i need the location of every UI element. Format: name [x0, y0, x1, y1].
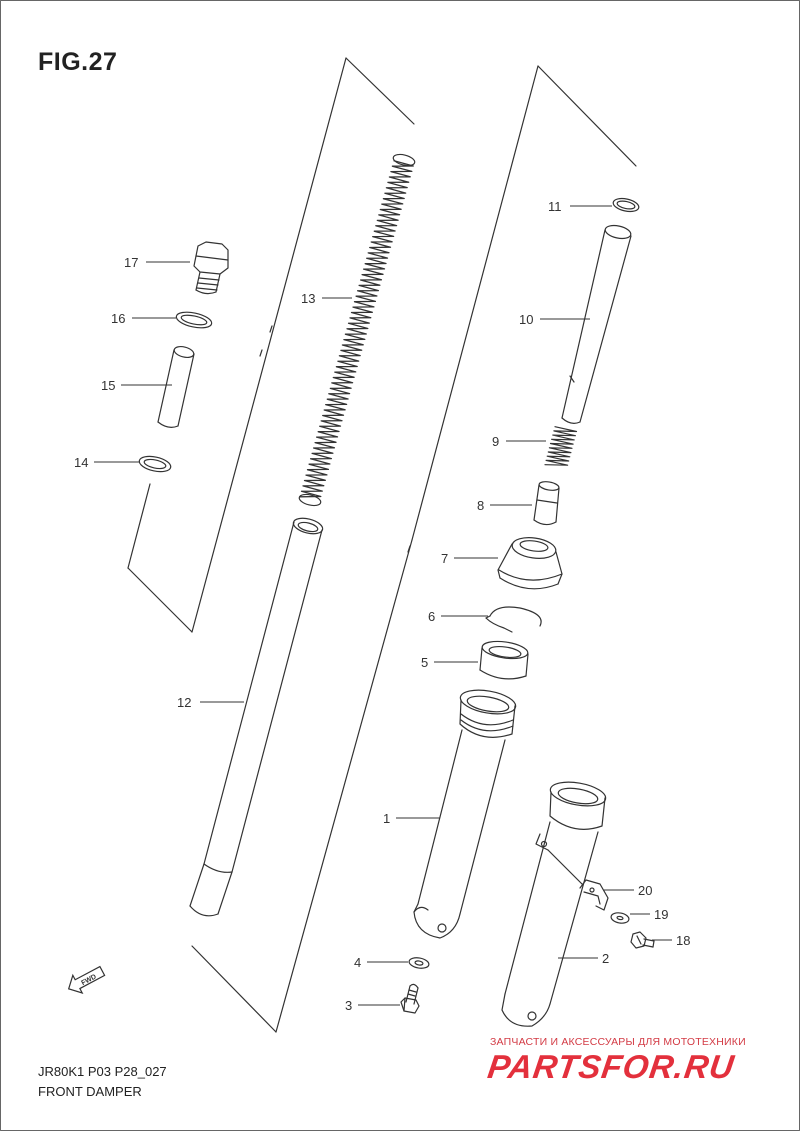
- callout-10: 10: [519, 312, 533, 327]
- part-10-damper-rod: [561, 224, 632, 424]
- watermark-tagline: ЗАПЧАСТИ И АКСЕССУАРЫ ДЛЯ МОТОТЕХНИКИ: [490, 1036, 746, 1048]
- callout-5: 5: [421, 655, 428, 670]
- callout-20: 20: [638, 883, 652, 898]
- section-name: FRONT DAMPER: [38, 1084, 142, 1099]
- callout-7: 7: [441, 551, 448, 566]
- callout-9: 9: [492, 434, 499, 449]
- callout-12: 12: [177, 695, 191, 710]
- callout-2: 2: [602, 951, 609, 966]
- model-code: JR80K1 P03 P28_027: [38, 1064, 167, 1079]
- part-6-circlip: [485, 606, 542, 633]
- part-8-oil-lock-piece: [533, 481, 560, 526]
- fwd-arrow-icon: FWD: [67, 965, 106, 994]
- callout-14: 14: [74, 455, 88, 470]
- callout-11: 11: [548, 199, 562, 214]
- part-12-inner-tube: [189, 517, 324, 917]
- callout-15: 15: [101, 378, 115, 393]
- callout-6: 6: [428, 609, 435, 624]
- callout-4: 4: [354, 955, 361, 970]
- part-16-o-ring: [175, 311, 213, 329]
- callout-8: 8: [477, 498, 484, 513]
- part-5-oil-seal: [479, 640, 529, 680]
- callout-labels: 17 16 15 14 13 12 11 10 9 8 7 6 5 1 4 3 …: [74, 199, 690, 1013]
- part-18-screw: [630, 931, 655, 949]
- part-7-dust-boot: [497, 537, 563, 590]
- part-3-bolt: [400, 983, 420, 1014]
- part-13-fork-spring: [298, 153, 416, 507]
- assembly-outline-left: [127, 57, 415, 1033]
- figure-title: FIG.27: [38, 48, 118, 76]
- part-15-spacer-collar: [157, 345, 195, 428]
- part-14-washer: [138, 455, 172, 473]
- part-1-outer-tube: [413, 689, 517, 939]
- guide-line-20: [547, 849, 583, 885]
- part-20-hose-clamp: [579, 879, 609, 911]
- part-9-rebound-spring: [544, 426, 578, 466]
- part-11-seal-ring: [612, 197, 640, 213]
- watermark-logo: PARTSFOR.RU: [485, 1048, 737, 1085]
- part-17-cap-bolt: [193, 241, 229, 295]
- part-4-washer: [408, 957, 430, 969]
- assembly-outline-right: [275, 65, 637, 1033]
- callout-19: 19: [654, 907, 668, 922]
- callout-18: 18: [676, 933, 690, 948]
- callout-17: 17: [124, 255, 138, 270]
- part-19-washer: [610, 912, 630, 924]
- callout-16: 16: [111, 311, 125, 326]
- callout-3: 3: [345, 998, 352, 1013]
- part-2-outer-tube: [501, 781, 607, 1027]
- callout-13: 13: [301, 291, 315, 306]
- leader-lines: [94, 205, 672, 1006]
- callout-1: 1: [383, 811, 390, 826]
